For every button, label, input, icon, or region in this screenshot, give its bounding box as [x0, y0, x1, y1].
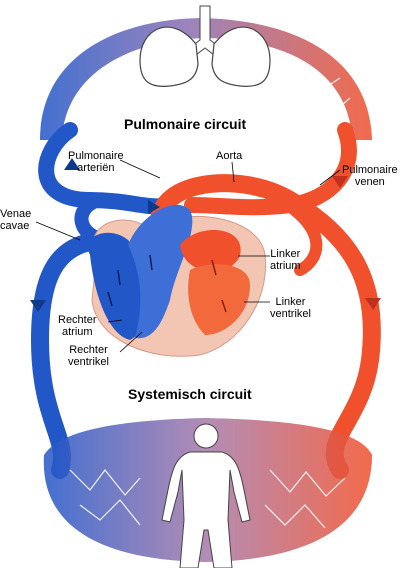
pulmonary-capillary-bed [40, 18, 372, 140]
pulmonary-circuit-title: Pulmonaire circuit [124, 116, 247, 132]
lungs-icon [139, 5, 271, 87]
left-ventricle-shape [188, 264, 250, 335]
right-ventricle-shape [128, 204, 193, 339]
systemic-circuit-title: Systemisch circuit [128, 386, 252, 402]
label-aorta: Aorta [216, 150, 243, 162]
left-atrium-shape [180, 230, 241, 272]
human-body-icon [161, 423, 251, 568]
heart-icon [88, 204, 267, 357]
